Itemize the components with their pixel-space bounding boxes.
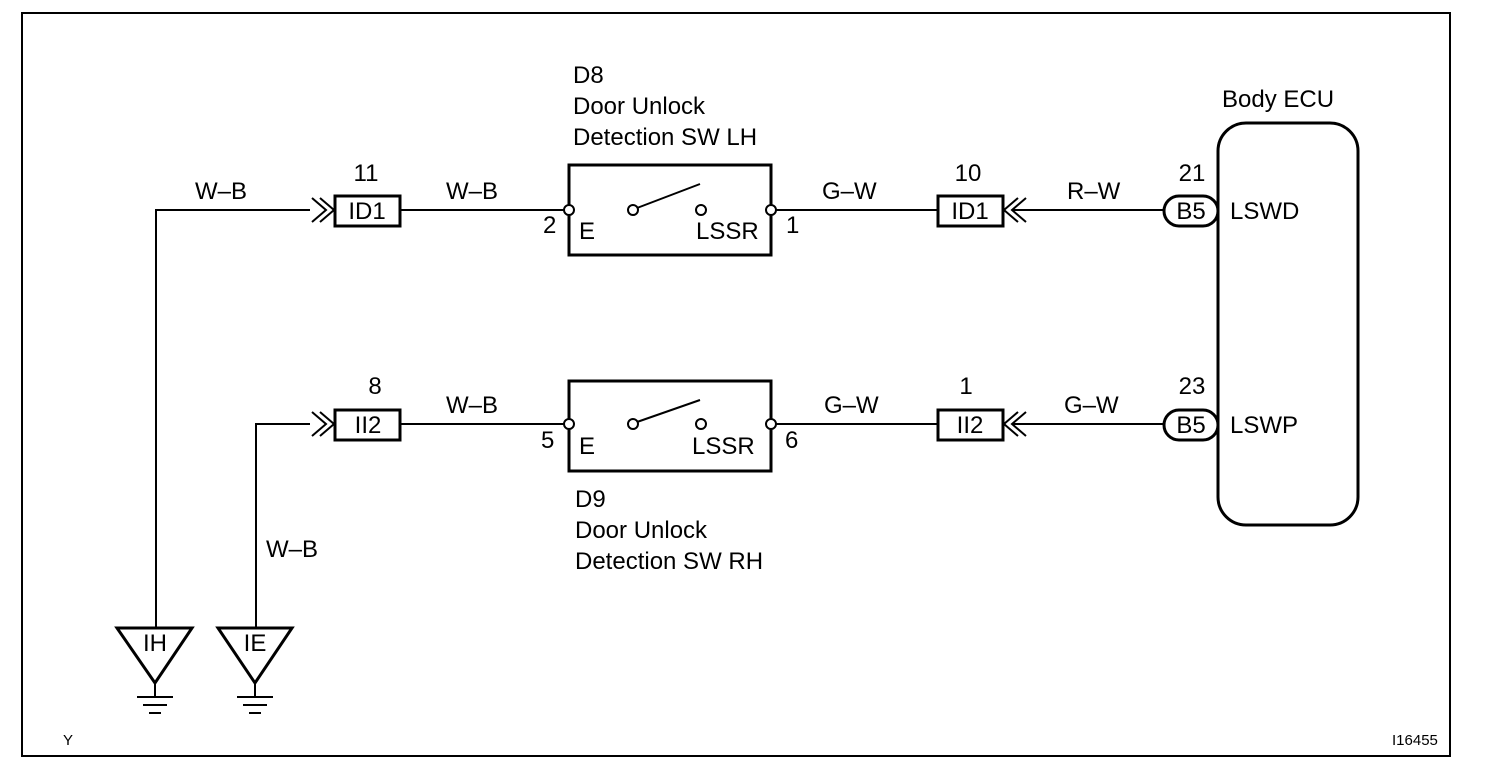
connector-id1-right-pin: 10 bbox=[955, 160, 982, 187]
figure-id: I16455 bbox=[1392, 732, 1438, 749]
switch-lh-contact-a bbox=[627, 204, 639, 216]
connector-id1-left-pin: 11 bbox=[354, 160, 379, 187]
lh-circuit: W–B ID1 11 W–B E LSSR 2 1 D8 Door Unlock… bbox=[155, 62, 1220, 628]
ground-ie: IE bbox=[215, 626, 295, 714]
switch-rh-pin-left-num: 5 bbox=[541, 427, 554, 454]
ground-ie-label: IE bbox=[244, 630, 267, 657]
connector-b5-top-pin: 21 bbox=[1179, 160, 1206, 187]
switch-rh-term-left: E bbox=[579, 433, 595, 460]
switch-rh-blade bbox=[636, 399, 701, 423]
ecu-terminal-lswd: LSWD bbox=[1230, 198, 1299, 225]
wire-label-rh-ecu: G–W bbox=[1064, 392, 1119, 419]
switch-rh-pin-right-num: 6 bbox=[785, 427, 798, 454]
wire-label-ground-ie: W–B bbox=[266, 536, 318, 563]
ecu-title: Body ECU bbox=[1222, 86, 1334, 113]
switch-rh-pin-right bbox=[765, 418, 777, 430]
switch-lh-pin-right bbox=[765, 204, 777, 216]
switch-lh-blade bbox=[636, 183, 701, 209]
ecu-body bbox=[1216, 121, 1360, 527]
connector-b5-bottom-label: B5 bbox=[1176, 412, 1205, 439]
ground-ie-triangle bbox=[215, 626, 295, 686]
switch-lh-term-right: LSSR bbox=[696, 218, 759, 245]
switch-lh-term-left: E bbox=[579, 218, 595, 245]
connector-b5-top-label: B5 bbox=[1176, 198, 1205, 225]
switch-rh-term-right: LSSR bbox=[692, 433, 755, 460]
connector-b5-bottom-pin: 23 bbox=[1179, 373, 1206, 400]
footer-mark-left: Y bbox=[63, 732, 73, 749]
body-ecu: Body ECU LSWD LSWP bbox=[1216, 86, 1360, 527]
connector-arrow bbox=[311, 411, 336, 437]
connector-ii2-right bbox=[936, 408, 1005, 442]
connector-arrow bbox=[311, 197, 336, 223]
switch-lh-pin-left bbox=[563, 204, 575, 216]
wire-label-ground-ih: W–B bbox=[195, 178, 247, 205]
wire-label-rh-output: G–W bbox=[824, 392, 879, 419]
switch-rh-body bbox=[567, 379, 773, 473]
connector-id1-left-label: ID1 bbox=[348, 198, 385, 225]
switch-rh-pin-left bbox=[563, 418, 575, 430]
ground-ih: IH bbox=[114, 626, 195, 714]
wire-label-lh-output: G–W bbox=[822, 178, 877, 205]
switch-lh-contact-b bbox=[695, 204, 707, 216]
wire-label-lh-ecu: R–W bbox=[1067, 178, 1121, 205]
switch-rh-name-1: Door Unlock bbox=[575, 517, 708, 544]
connector-ii2-left-pin: 8 bbox=[368, 373, 381, 400]
ecu-terminal-lswp: LSWP bbox=[1230, 412, 1298, 439]
connector-ii2-right-pin: 1 bbox=[959, 373, 972, 400]
connector-ii2-left-label: II2 bbox=[355, 412, 382, 439]
switch-lh-code: D8 bbox=[573, 62, 604, 89]
connector-ii2-right-label: II2 bbox=[957, 412, 984, 439]
wire-ground-ie bbox=[255, 423, 310, 628]
rh-circuit: W–B II2 8 W–B E LSSR 5 6 D9 Door Unlock … bbox=[255, 373, 1220, 628]
connector-id1-left bbox=[333, 194, 402, 228]
connector-id1-right-label: ID1 bbox=[951, 198, 988, 225]
ground-ih-triangle bbox=[114, 626, 195, 686]
wire-label-lh-input: W–B bbox=[446, 178, 498, 205]
connector-id1-right bbox=[936, 194, 1005, 228]
switch-lh-name-1: Door Unlock bbox=[573, 93, 706, 120]
switch-rh-contact-b bbox=[695, 418, 707, 430]
wire-label-rh-input: W–B bbox=[446, 392, 498, 419]
switch-rh-name-2: Detection SW RH bbox=[575, 548, 763, 575]
switch-lh-pin-left-num: 2 bbox=[543, 212, 556, 239]
diagram-frame bbox=[21, 12, 1451, 757]
switch-rh-contact-a bbox=[627, 418, 639, 430]
wire-ground-ih bbox=[155, 209, 310, 628]
switch-lh-pin-right-num: 1 bbox=[786, 212, 799, 239]
switch-lh-name-2: Detection SW LH bbox=[573, 124, 757, 151]
ground-ih-label: IH bbox=[143, 630, 167, 657]
switch-rh-code: D9 bbox=[575, 486, 606, 513]
